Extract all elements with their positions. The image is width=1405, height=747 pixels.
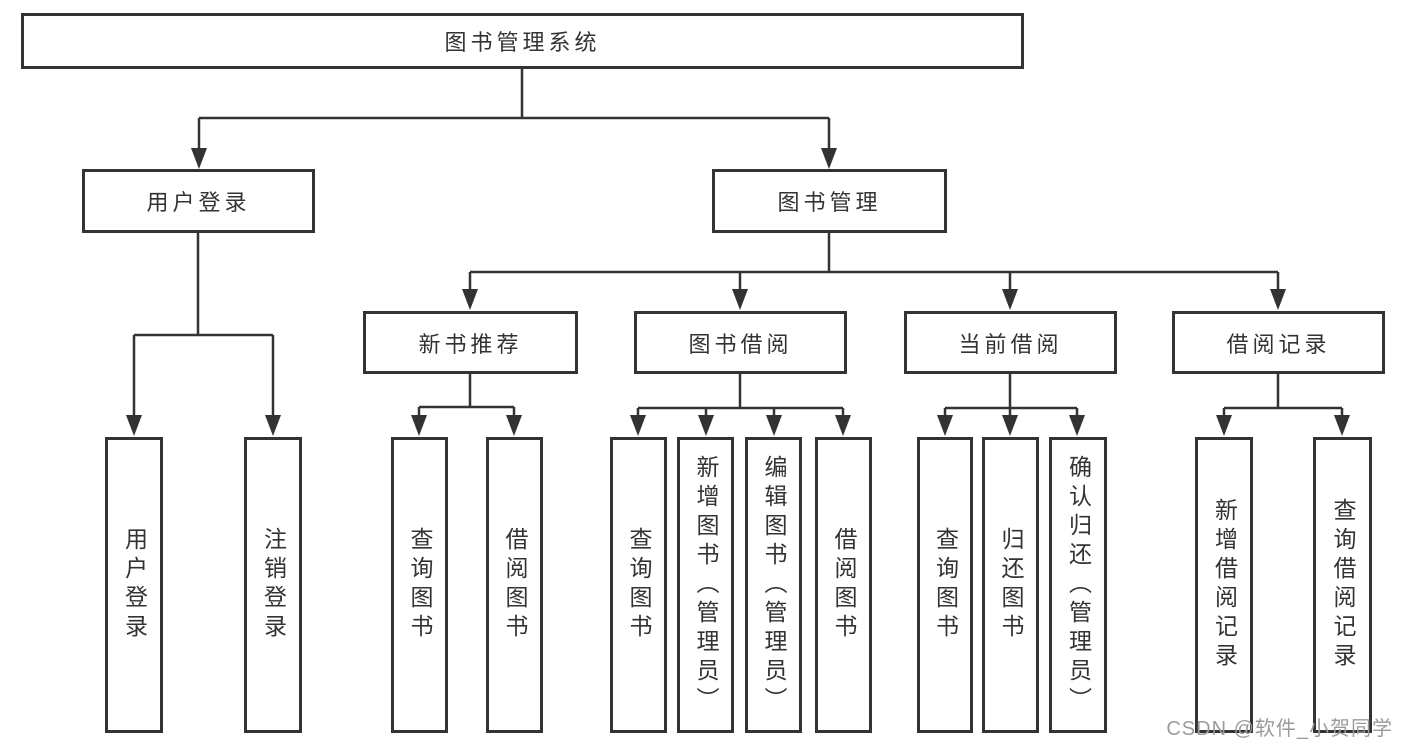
leaf-query-book-current: 查询图书 <box>917 437 973 733</box>
arrow-icon <box>1270 289 1286 310</box>
leaf-confirm-return-admin: 确认归还（管理员） <box>1049 437 1107 733</box>
connector-user-login-to-leaves <box>132 233 275 420</box>
leaf-query-book-borrow: 查询图书 <box>610 437 667 733</box>
node-label: 借阅图书 <box>831 527 857 643</box>
node-label: 当前借阅 <box>958 331 1063 357</box>
leaf-edit-book-admin: 编辑图书（管理员） <box>745 437 802 733</box>
leaf-logout: 注销登录 <box>244 437 302 733</box>
node-label: 查询图书 <box>407 527 433 643</box>
arrow-icon <box>191 148 207 169</box>
node-label: 新增图书（管理员） <box>693 454 719 716</box>
node-label: 图书管理系统 <box>444 30 601 55</box>
node-label: 新增借阅记录 <box>1211 498 1238 672</box>
node-label: 图书管理 <box>777 190 882 215</box>
arrow-icon <box>126 415 142 436</box>
arrow-icon <box>411 415 427 436</box>
arrow-icon <box>821 148 837 169</box>
node-label: 查询图书 <box>626 527 652 643</box>
arrow-icon <box>698 415 714 436</box>
node-label: 确认归还（管理员） <box>1065 454 1092 716</box>
leaf-borrow-book: 借阅图书 <box>815 437 872 733</box>
leaf-user-login: 用户登录 <box>105 437 163 733</box>
arrow-icon <box>265 415 281 436</box>
node-borrowing-records: 借阅记录 <box>1172 311 1385 374</box>
leaf-return-book: 归还图书 <box>982 437 1039 733</box>
arrow-icon <box>937 415 953 436</box>
arrow-icon <box>462 289 478 310</box>
arrow-icon <box>1002 289 1018 310</box>
connector-current-borrow-to-leaves <box>943 374 1079 420</box>
leaf-borrow-book-recommend: 借阅图书 <box>486 437 543 733</box>
node-book-management: 图书管理 <box>712 169 947 233</box>
leaf-add-book-admin: 新增图书（管理员） <box>677 437 734 733</box>
node-current-borrowing: 当前借阅 <box>904 311 1117 374</box>
node-label: 用户登录 <box>121 527 148 643</box>
node-label: 查询图书 <box>932 527 959 643</box>
arrow-icon <box>630 415 646 436</box>
node-user-login: 用户登录 <box>82 169 315 233</box>
node-label: 图书借阅 <box>688 331 793 357</box>
arrow-icon <box>835 415 851 436</box>
node-library-management-system: 图书管理系统 <box>21 13 1024 69</box>
arrow-icon <box>1216 415 1232 436</box>
node-book-borrowing: 图书借阅 <box>634 311 847 374</box>
node-label: 查询借阅记录 <box>1330 498 1356 672</box>
connector-root-to-level2 <box>197 68 831 153</box>
node-label: 注销登录 <box>260 527 287 643</box>
leaf-query-book-recommend: 查询图书 <box>391 437 448 733</box>
connector-book-borrow-to-leaves <box>636 374 845 420</box>
node-label: 借阅图书 <box>502 527 528 643</box>
node-new-book-recommendation: 新书推荐 <box>363 311 578 374</box>
connector-book-mgmt-to-level3 <box>468 233 1280 294</box>
node-label: 用户登录 <box>146 190 251 215</box>
connector-new-book-to-leaves <box>417 374 516 420</box>
csdn-watermark: CSDN @软件_小贺同学 <box>1166 718 1393 740</box>
arrow-icon <box>732 289 748 310</box>
arrowheads <box>126 148 1350 436</box>
node-label: 新书推荐 <box>418 331 523 357</box>
leaf-query-borrow-record: 查询借阅记录 <box>1313 437 1372 733</box>
arrow-icon <box>1334 415 1350 436</box>
arrow-icon <box>1002 415 1018 436</box>
arrow-icon <box>506 415 522 436</box>
node-label: 归还图书 <box>998 527 1024 643</box>
node-label: 编辑图书（管理员） <box>761 454 787 716</box>
leaf-add-borrow-record: 新增借阅记录 <box>1195 437 1253 733</box>
arrow-icon <box>766 415 782 436</box>
arrow-icon <box>1069 415 1085 436</box>
connector-borrow-records-to-leaves <box>1222 374 1344 420</box>
node-label: 借阅记录 <box>1226 331 1331 357</box>
